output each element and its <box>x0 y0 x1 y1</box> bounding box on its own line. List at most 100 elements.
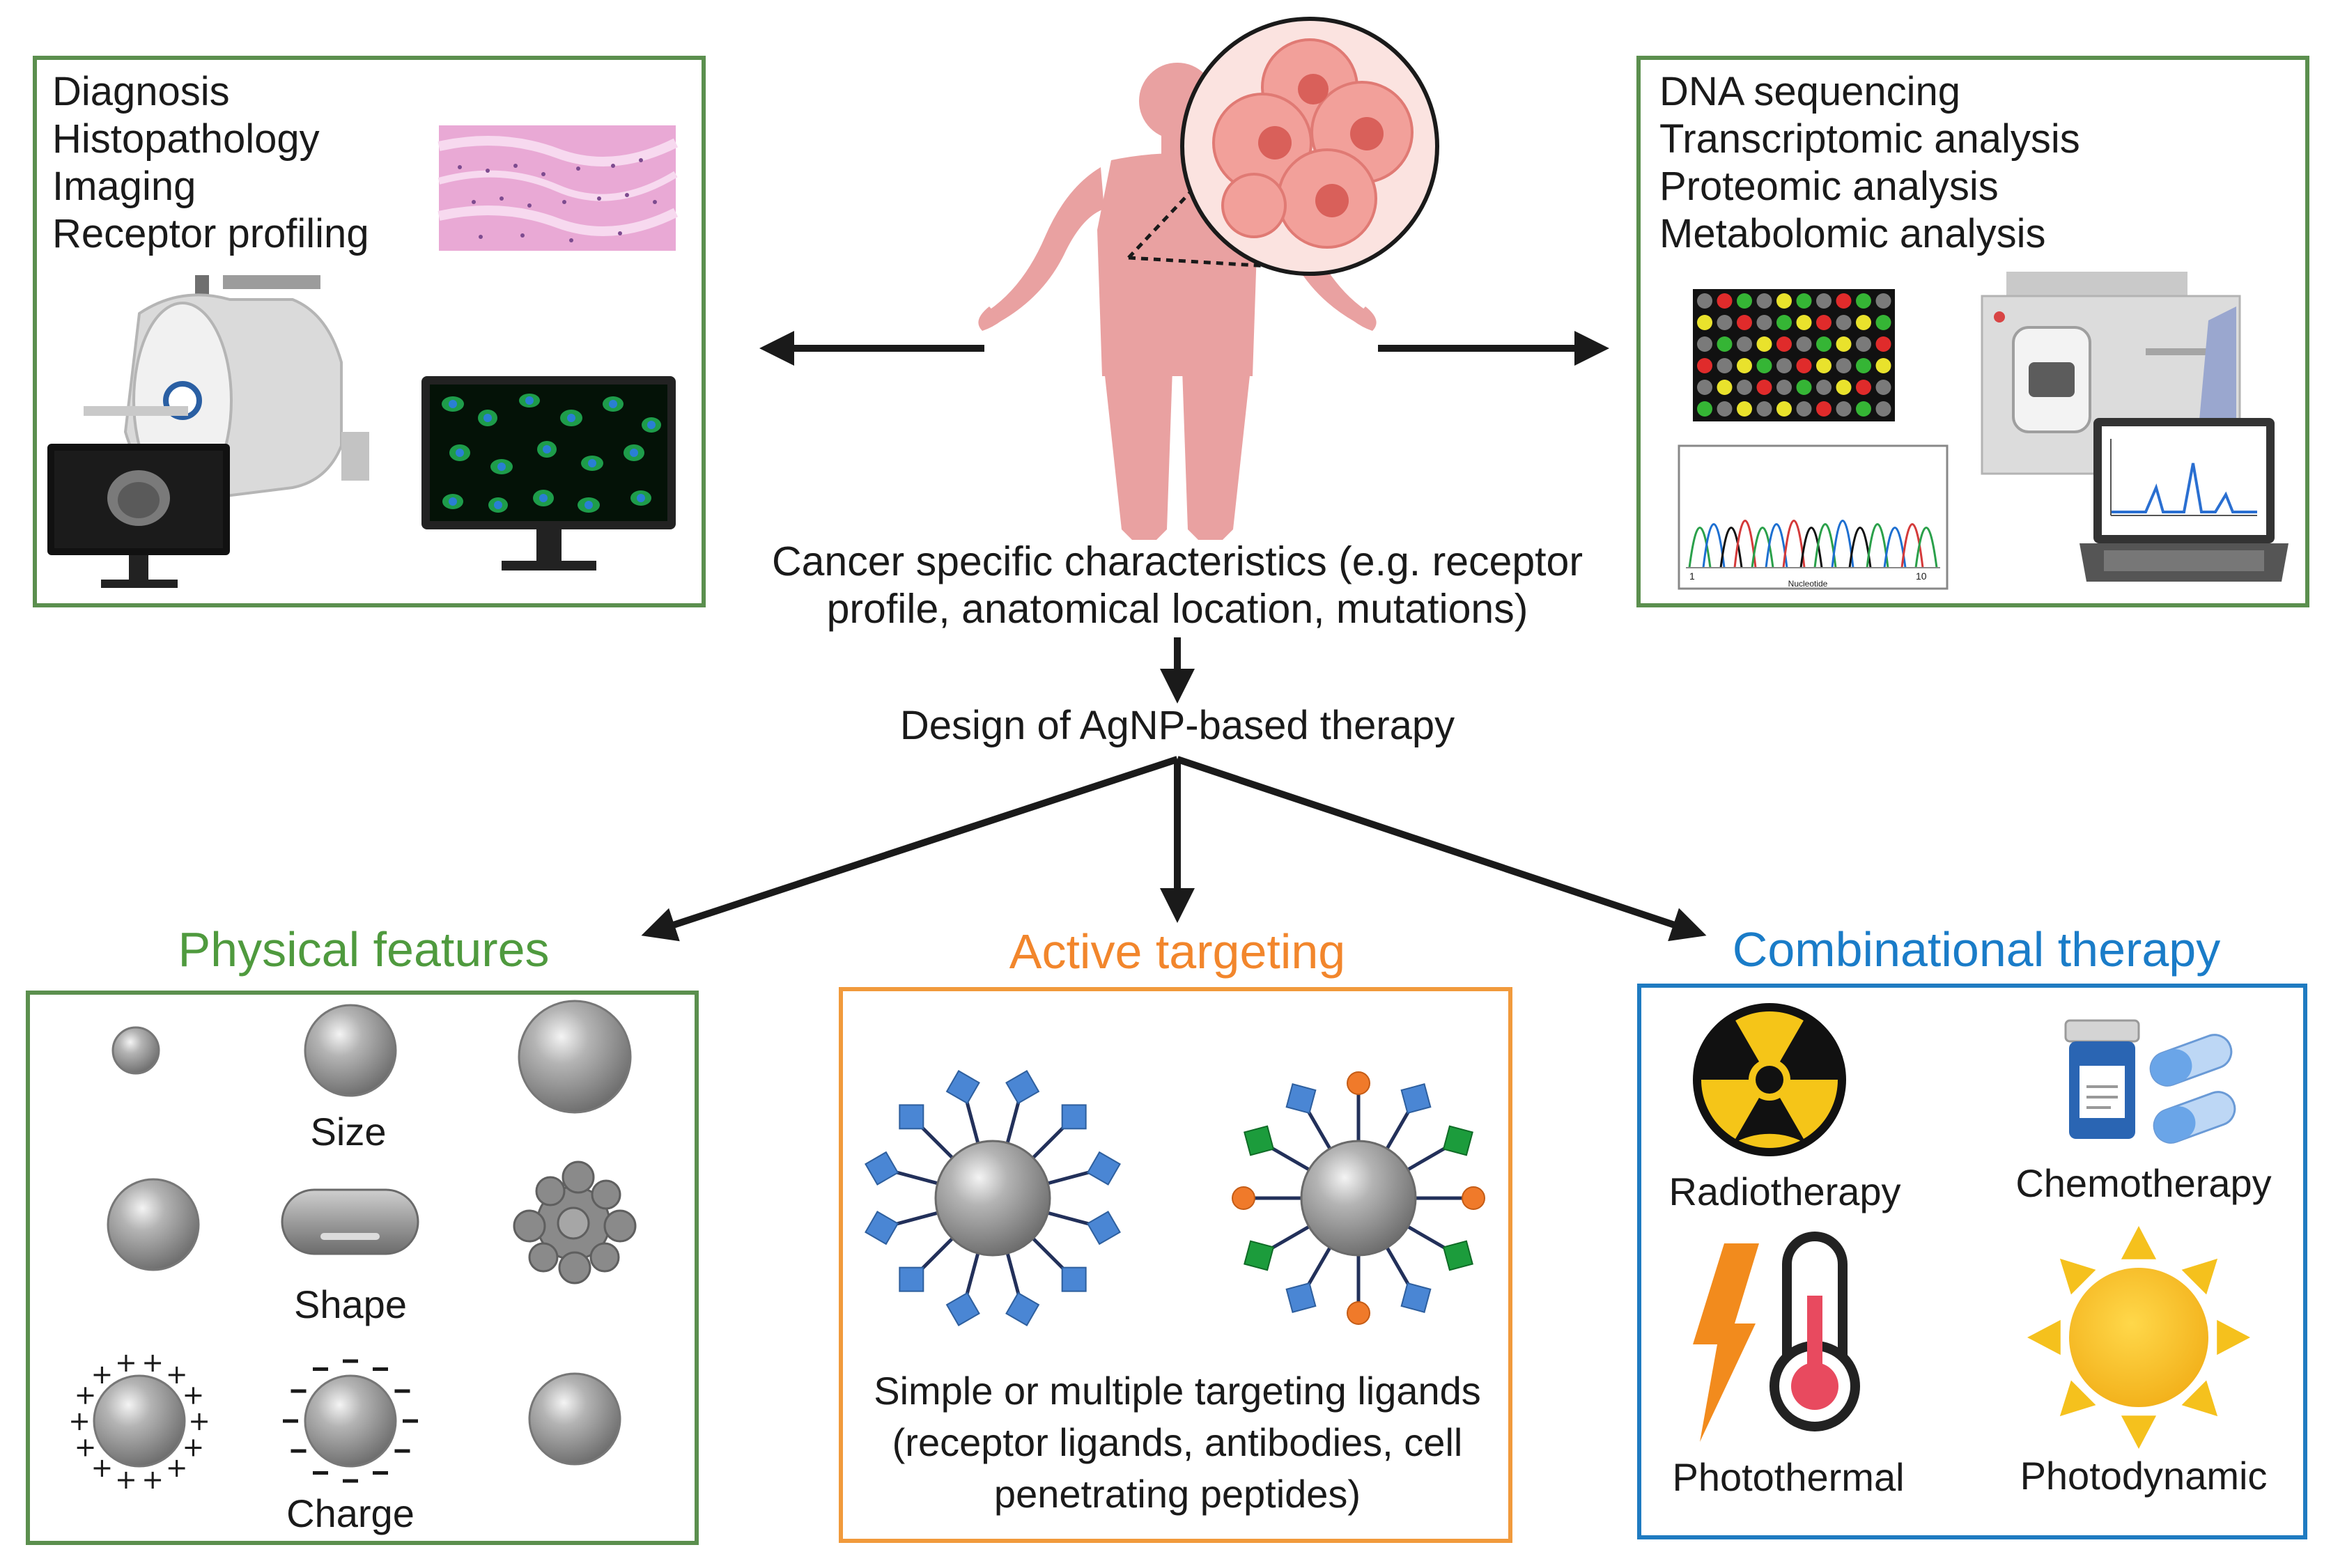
array-spot <box>1697 336 1712 352</box>
caption-line: penetrating peptides) <box>993 1472 1361 1516</box>
array-spot <box>1756 293 1772 309</box>
targeting-ligands-caption: Simple or multiple targeting ligands (re… <box>874 1365 1481 1520</box>
ligand-square <box>1005 1291 1040 1326</box>
cancer-characteristics-text: Cancer specific characteristics (e.g. re… <box>772 538 1583 632</box>
plus-sign: + <box>75 1431 97 1462</box>
array-spot <box>1776 336 1792 352</box>
array-spot <box>1836 358 1852 373</box>
array-spot <box>1816 380 1832 395</box>
nanoparticle-negative-charge-icon <box>283 1359 418 1483</box>
charge-label: Charge <box>286 1491 415 1535</box>
array-spot <box>1697 401 1712 417</box>
sun-ray <box>2181 1258 2218 1295</box>
array-spot <box>1836 315 1852 330</box>
array-spot <box>1796 315 1812 330</box>
omics-panel-frame <box>1636 56 2309 607</box>
sun-ray <box>2121 1415 2157 1449</box>
active-targeting-title: Active targeting <box>1009 924 1346 979</box>
plus-sign: + <box>183 1380 205 1411</box>
array-spot <box>1776 401 1792 417</box>
chromatogram-axis-label: Nucleotide <box>1788 579 1828 589</box>
ligand-square <box>1244 1125 1275 1156</box>
ligand-orange <box>1232 1186 1255 1210</box>
tumor-cells-zoom-icon <box>1127 17 1439 276</box>
array-spot <box>1756 358 1772 373</box>
array-spot <box>1737 293 1752 309</box>
plus-sign: + <box>141 1464 164 1495</box>
caption-line: Simple or multiple targeting ligands <box>874 1369 1481 1413</box>
array-spot <box>1875 358 1891 373</box>
ligand-square <box>1086 1151 1121 1186</box>
array-spot <box>1816 315 1832 330</box>
chromatogram-axis-end: 10 <box>1916 570 1927 582</box>
array-spot <box>1737 336 1752 352</box>
chromatogram-axis-start: 1 <box>1689 570 1695 582</box>
plus-sign: + <box>183 1431 205 1462</box>
array-spot <box>1796 380 1812 395</box>
plus-sign: + <box>68 1406 91 1436</box>
array-spot <box>1875 336 1891 352</box>
nanoflower-icon <box>513 1161 637 1284</box>
ligand-square <box>1442 1240 1473 1271</box>
array-spot <box>1856 315 1871 330</box>
ligand-square <box>899 1266 924 1292</box>
array-spot <box>1717 380 1733 395</box>
sun-icon <box>2027 1226 2250 1449</box>
diagnosis-item: Receptor profiling <box>52 211 369 256</box>
nanoparticle-core <box>934 1140 1051 1257</box>
single-ligand-nanoparticle-icon <box>865 1070 1121 1326</box>
design-therapy-text: Design of AgNP-based therapy <box>899 703 1455 748</box>
array-spot <box>1697 293 1712 309</box>
ligand-square <box>1005 1070 1040 1105</box>
sun-ray <box>2059 1258 2096 1295</box>
array-spot <box>1717 358 1733 373</box>
omics-item: Metabolomic analysis <box>1659 211 2046 256</box>
array-spot <box>1756 401 1772 417</box>
pill-bottle-icon <box>2064 1019 2140 1139</box>
array-spot <box>1796 401 1812 417</box>
physical-features-frame <box>26 991 699 1545</box>
sun-ray <box>2181 1380 2218 1417</box>
ligand-square <box>899 1104 924 1130</box>
array-spot <box>1776 380 1792 395</box>
ligand-square <box>1442 1125 1473 1156</box>
capsules-icon <box>2149 1034 2236 1144</box>
ligand-square <box>1061 1266 1087 1292</box>
diagnosis-item: Histopathology <box>52 116 320 162</box>
flow-arrows <box>641 331 1707 942</box>
ligand-square <box>1086 1211 1121 1245</box>
array-spot <box>1796 336 1812 352</box>
array-spot <box>1717 401 1733 417</box>
characteristics-line: profile, anatomical location, mutations) <box>826 586 1528 632</box>
plus-sign: + <box>115 1347 137 1378</box>
nanoparticle-neutral-icon <box>528 1372 621 1466</box>
nanoparticle-positive-charge-icon: ++++++++++++++ <box>68 1347 210 1495</box>
array-spot <box>1756 336 1772 352</box>
plus-sign: + <box>115 1464 137 1495</box>
plus-sign: + <box>166 1452 188 1483</box>
array-spot <box>1776 315 1792 330</box>
mri-scanner-icon <box>47 275 369 588</box>
array-spot <box>1856 401 1871 417</box>
lightning-bolt-icon <box>1693 1243 1759 1442</box>
array-spot <box>1875 293 1891 309</box>
ligand-orange <box>1462 1186 1485 1210</box>
ligand-square <box>865 1151 899 1186</box>
array-spot <box>1836 293 1852 309</box>
ligand-square <box>1400 1282 1432 1313</box>
array-spot <box>1856 293 1871 309</box>
arrow-to-physical-features <box>641 756 1179 942</box>
array-spot <box>1875 315 1891 330</box>
omics-list: DNA sequencing Transcriptomic analysis P… <box>1659 68 2080 258</box>
size-label: Size <box>310 1110 387 1154</box>
nanoparticle-size-medium-icon <box>304 1004 397 1097</box>
ligand-square <box>1061 1104 1087 1130</box>
omics-item: Proteomic analysis <box>1659 164 1999 209</box>
array-spot <box>1756 315 1772 330</box>
array-spot <box>1776 293 1792 309</box>
photothermal-label: Photothermal <box>1672 1455 1905 1499</box>
combinational-therapy-frame <box>1637 984 2307 1539</box>
sun-ray <box>2059 1380 2096 1417</box>
ligand-square <box>1285 1282 1317 1313</box>
ligand-square <box>1244 1240 1275 1271</box>
